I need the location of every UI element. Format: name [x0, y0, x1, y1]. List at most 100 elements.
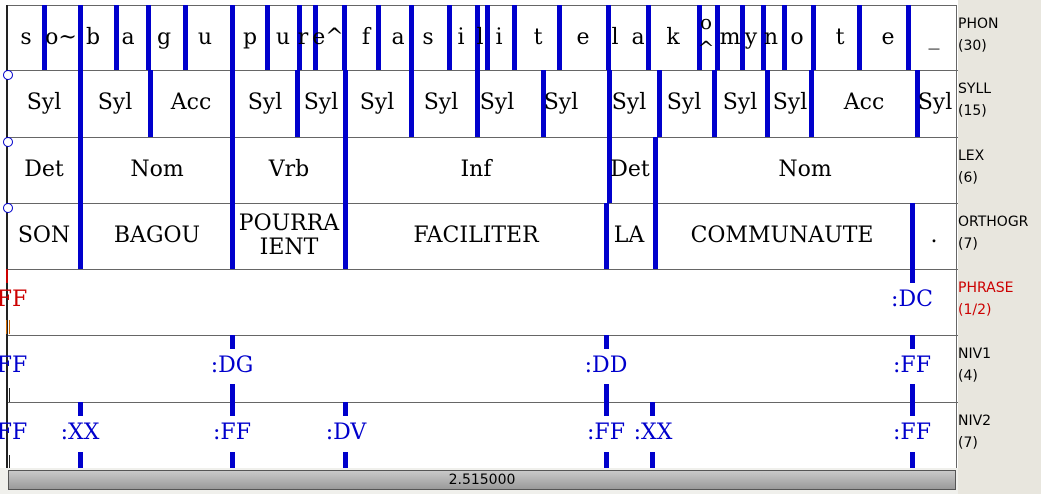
- tier-label-niv1[interactable]: NIV1(4): [958, 343, 1041, 387]
- phon-segment[interactable]: e: [576, 25, 590, 50]
- syll-boundary[interactable]: [475, 70, 480, 137]
- phon-segment[interactable]: r: [297, 25, 309, 50]
- lex-segment[interactable]: Nom: [778, 157, 832, 182]
- phon-segment[interactable]: u: [197, 25, 213, 50]
- phon-boundary[interactable]: [857, 5, 862, 70]
- tier-start-handle[interactable]: [3, 137, 13, 147]
- phon-segment[interactable]: g: [156, 25, 172, 50]
- niv2-boundary[interactable]: [78, 402, 83, 416]
- phon-boundary[interactable]: [342, 5, 347, 70]
- orthogr-segment[interactable]: POURRA IENT: [238, 211, 340, 260]
- phon-segment[interactable]: p: [242, 25, 258, 50]
- syll-segment[interactable]: Syl: [97, 90, 133, 115]
- tier-label-orthogr[interactable]: ORTHOGR(7): [958, 211, 1041, 255]
- niv1-label[interactable]: :FF: [893, 353, 931, 378]
- phon-boundary[interactable]: [114, 5, 119, 70]
- syll-boundary[interactable]: [712, 70, 717, 137]
- syll-boundary[interactable]: [657, 70, 662, 137]
- phon-boundary[interactable]: [313, 5, 318, 70]
- orthogr-boundary[interactable]: [653, 203, 658, 269]
- syll-segment[interactable]: Syl: [359, 90, 395, 115]
- niv2-boundary-tail[interactable]: [604, 452, 609, 468]
- syll-boundary[interactable]: [148, 70, 153, 137]
- lex-boundary[interactable]: [78, 137, 83, 203]
- phon-segment[interactable]: l: [611, 25, 619, 50]
- phon-segment[interactable]: o: [790, 25, 804, 50]
- phon-segment[interactable]: _: [928, 25, 940, 50]
- lex-segment[interactable]: Nom: [130, 157, 184, 182]
- tier-label-phrase[interactable]: PHRASE(1/2): [958, 277, 1041, 321]
- niv1-boundary-tail[interactable]: [910, 384, 915, 402]
- phon-boundary[interactable]: [906, 5, 911, 70]
- syll-segment[interactable]: Syl: [917, 90, 953, 115]
- syll-boundary[interactable]: [541, 70, 546, 137]
- phon-segment[interactable]: u: [275, 25, 291, 50]
- orthogr-segment[interactable]: BAGOU: [113, 223, 201, 248]
- phon-boundary[interactable]: [512, 5, 517, 70]
- lex-segment[interactable]: Vrb: [268, 157, 310, 182]
- phon-boundary[interactable]: [740, 5, 745, 70]
- niv2-boundary[interactable]: [604, 402, 609, 416]
- tier-start-handle[interactable]: [3, 203, 13, 213]
- phon-boundary[interactable]: [761, 5, 766, 70]
- phon-segment[interactable]: i: [457, 25, 465, 50]
- syll-segment[interactable]: Syl: [247, 90, 283, 115]
- niv2-label[interactable]: :XX: [60, 420, 100, 445]
- phon-boundary[interactable]: [230, 5, 235, 70]
- syll-boundary[interactable]: [607, 70, 612, 137]
- orthogr-segment[interactable]: SON: [17, 223, 71, 248]
- syll-boundary[interactable]: [295, 70, 300, 137]
- tier-label-niv2[interactable]: NIV2(7): [958, 410, 1041, 454]
- phon-segment[interactable]: a: [631, 25, 645, 50]
- phon-boundary[interactable]: [146, 5, 151, 70]
- phon-segment[interactable]: t: [835, 25, 845, 50]
- phon-segment[interactable]: a: [391, 25, 405, 50]
- niv1-boundary-tail[interactable]: [604, 384, 609, 402]
- syll-segment[interactable]: Syl: [543, 90, 579, 115]
- niv1-boundary[interactable]: [604, 335, 609, 349]
- phon-boundary[interactable]: [715, 5, 720, 70]
- tier-label-phon[interactable]: PHON(30): [958, 13, 1041, 57]
- niv2-label[interactable]: :FF: [893, 420, 931, 445]
- tier-label-lex[interactable]: LEX(6): [958, 145, 1041, 189]
- orthogr-boundary[interactable]: [78, 203, 83, 269]
- orthogr-segment[interactable]: COMMUNAUTE: [690, 223, 874, 248]
- syll-segment[interactable]: Syl: [611, 90, 647, 115]
- niv2-boundary-tail[interactable]: [650, 452, 655, 468]
- phon-segment[interactable]: a: [121, 25, 135, 50]
- niv2-label[interactable]: :DV: [325, 420, 367, 445]
- syll-boundary[interactable]: [765, 70, 770, 137]
- niv2-boundary[interactable]: [230, 402, 235, 416]
- phrase-boundary[interactable]: [910, 269, 915, 283]
- syll-segment[interactable]: Syl: [666, 90, 702, 115]
- lex-segment[interactable]: Inf: [460, 157, 492, 182]
- syll-segment[interactable]: Syl: [722, 90, 758, 115]
- tier-start-handle[interactable]: [3, 70, 13, 80]
- phon-segment[interactable]: o: [699, 10, 713, 34]
- orthogr-boundary[interactable]: [604, 203, 609, 269]
- niv2-label[interactable]: :XX: [633, 420, 673, 445]
- phon-boundary[interactable]: [42, 5, 47, 70]
- phon-segment[interactable]: n: [763, 25, 779, 50]
- niv2-label[interactable]: :FF: [587, 420, 625, 445]
- phon-segment[interactable]: s: [422, 25, 434, 50]
- lex-segment[interactable]: Det: [610, 157, 650, 182]
- niv2-boundary[interactable]: [343, 402, 348, 416]
- phon-segment[interactable]: o~: [45, 25, 77, 50]
- phon-boundary[interactable]: [782, 5, 787, 70]
- orthogr-boundary[interactable]: [230, 203, 235, 269]
- niv2-boundary[interactable]: [910, 402, 915, 416]
- syll-boundary[interactable]: [230, 70, 235, 137]
- orthogr-boundary[interactable]: [343, 203, 348, 269]
- lex-boundary[interactable]: [343, 137, 348, 203]
- syll-segment[interactable]: Syl: [303, 90, 339, 115]
- syll-segment[interactable]: Syl: [479, 90, 515, 115]
- niv1-label[interactable]: :DG: [210, 353, 254, 378]
- phon-segment[interactable]: b: [85, 25, 101, 50]
- tier-label-syll[interactable]: SYLL(15): [958, 78, 1041, 122]
- niv1-boundary[interactable]: [230, 335, 235, 349]
- syll-segment[interactable]: Syl: [423, 90, 459, 115]
- syll-segment[interactable]: Syl: [772, 90, 808, 115]
- phon-segment[interactable]: t: [533, 25, 543, 50]
- niv1-label[interactable]: FF: [0, 353, 28, 378]
